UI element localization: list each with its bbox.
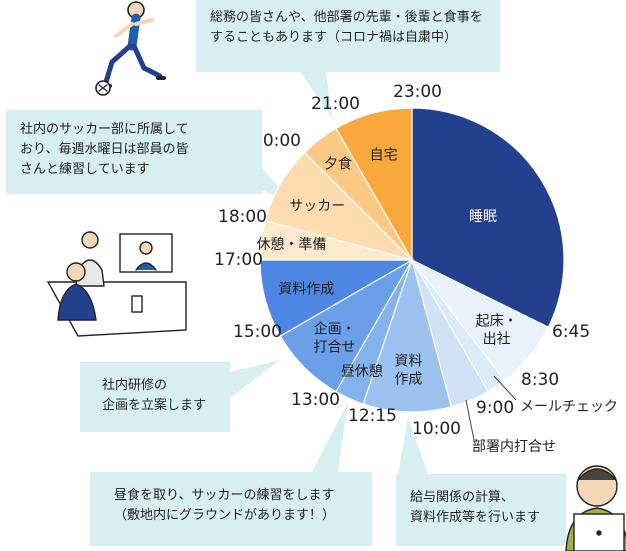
annotation-leaders	[465, 375, 517, 441]
dinner-callout: 総務の皆さんや、他部署の先輩・後輩と食事を することもあります（コロナ禍は自粛中…	[196, 0, 500, 72]
soccer-callout: 社内のサッカー部に所属して おり、毎週水曜日は部員の皆 さんと練習しています	[6, 110, 262, 194]
time-label-1300: 13:00	[291, 390, 340, 410]
wheel-segment-label-10: 夕食	[324, 156, 352, 173]
time-label-2000: 20:00	[252, 131, 301, 151]
time-label-1215: 12:15	[348, 406, 397, 426]
mail-leader	[493, 375, 517, 401]
training-callout: 社内研修の 企画を立案します	[80, 362, 230, 432]
meeting-note: 部署内打合せ	[472, 439, 556, 455]
time-label-0645: 6:45	[552, 322, 591, 342]
time-label-0900: 9:00	[476, 398, 515, 418]
wheel-segment-label-0: 睡眠	[469, 209, 497, 225]
time-label-0830: 8:30	[521, 370, 560, 390]
online-meeting-illustration	[46, 231, 187, 337]
lunch-callout: 昼食を取り、サッカーの練習をします （敷地内にグラウンドがあります！）	[90, 472, 372, 546]
mail-check-note: メールチェック	[520, 399, 618, 415]
wheel-segment-11	[335, 107, 413, 263]
time-label-1000: 10:00	[412, 419, 461, 439]
wheel-segment-label-8: 休憩・準備	[256, 236, 326, 253]
wheel-segment-0	[411, 107, 565, 329]
wheel-segment-label-4: 資料作成	[394, 353, 422, 387]
wheel-segment-label-1: 起床・出社	[476, 313, 518, 347]
dinner-pointer	[300, 72, 332, 118]
time-label-1800: 18:00	[218, 207, 267, 227]
lunch-pointer	[312, 402, 348, 472]
time-label-1700: 17:00	[214, 250, 263, 270]
segments	[259, 107, 565, 413]
laptop-worker-illustration	[565, 465, 626, 551]
wheel-segment-label-7: 資料作成	[278, 281, 334, 297]
time-label-2300: 23:00	[393, 82, 442, 102]
meeting-leader	[465, 399, 475, 441]
wheel-segment-4	[362, 257, 453, 413]
time-label-2100: 21:00	[311, 94, 360, 114]
soccer-player-illustration	[95, 1, 166, 96]
wheel-segment-label-5: 昼休憩	[341, 363, 383, 380]
training-pointer	[230, 360, 280, 398]
time-label-1500: 15:00	[233, 322, 282, 342]
wheel-segment-label-9: サッカー	[289, 198, 345, 214]
wheel-segment-label-11: 自宅	[370, 147, 398, 163]
wheel-segment-label-6: 企画・打合せ	[314, 320, 356, 355]
payroll-pointer	[398, 418, 428, 474]
payroll-callout: 給与関係の計算、 資料作成等を行います	[396, 474, 566, 546]
